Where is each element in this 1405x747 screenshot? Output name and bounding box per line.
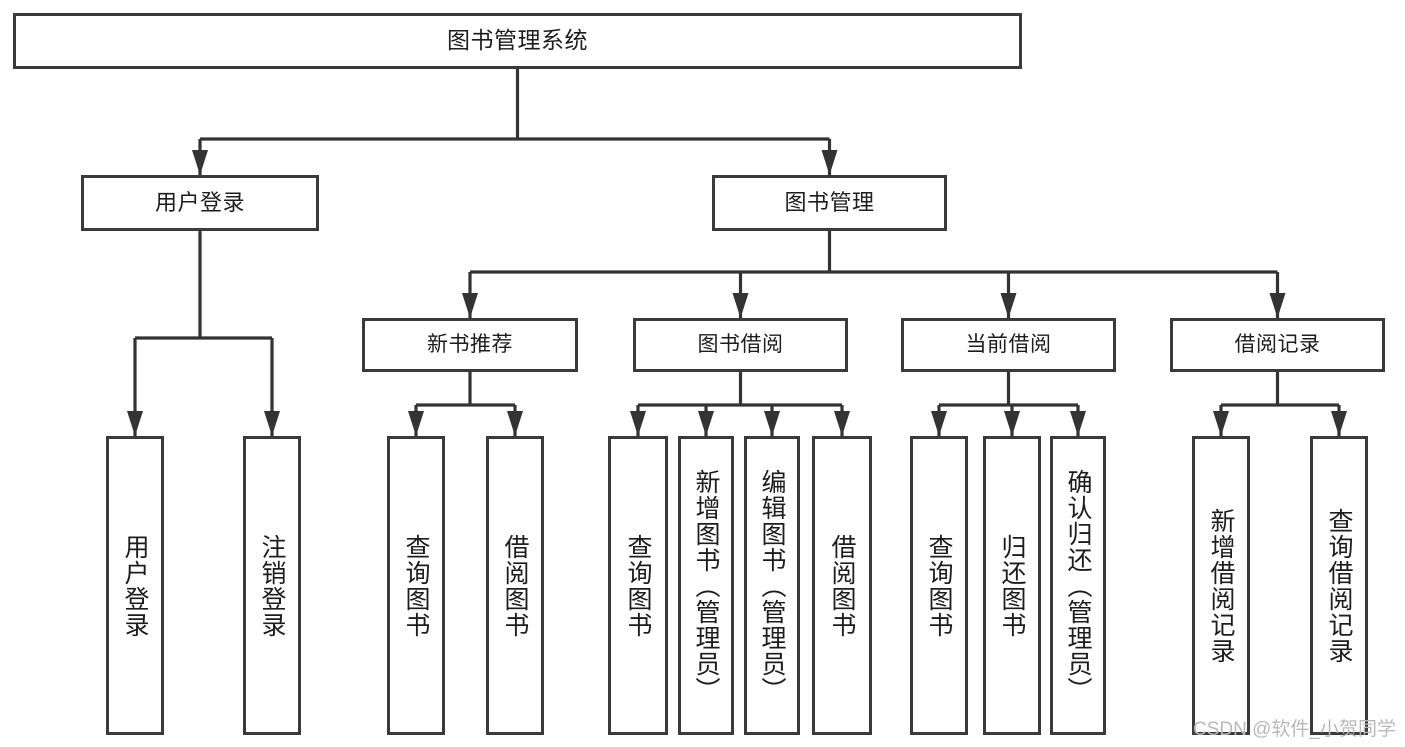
arrowhead-icon: [264, 411, 280, 436]
node-leaf-bor-3[interactable]: 编辑图书（管理员）: [744, 436, 800, 735]
node-leaf-login-1[interactable]: 用户登录: [106, 436, 164, 735]
arrowhead-icon: [698, 411, 714, 436]
node-label: 借阅记录: [1234, 333, 1321, 357]
node-newbook[interactable]: 新书推荐: [362, 318, 578, 372]
node-label: 图书管理: [784, 189, 875, 215]
node-borrow[interactable]: 图书借阅: [633, 318, 848, 372]
node-leaf-rec-2[interactable]: 查询借阅记录: [1310, 436, 1368, 735]
arrowhead-icon: [1004, 411, 1020, 436]
node-label: 用户登录: [121, 533, 149, 638]
node-login[interactable]: 用户登录: [81, 175, 319, 231]
arrowhead-icon: [1070, 411, 1086, 436]
node-leaf-cur-1[interactable]: 查询图书: [910, 436, 968, 735]
node-label: 查询图书: [402, 533, 430, 638]
arrowhead-icon: [1213, 411, 1229, 436]
node-leaf-new-1[interactable]: 查询图书: [387, 436, 445, 735]
node-label: 当前借阅: [965, 333, 1052, 357]
node-label: 图书借阅: [697, 333, 784, 357]
node-label: 用户登录: [154, 189, 245, 215]
arrowhead-icon: [1269, 293, 1286, 318]
node-leaf-cur-3[interactable]: 确认归还（管理员）: [1050, 436, 1106, 735]
arrowhead-icon: [1331, 411, 1347, 436]
arrowhead-icon: [408, 411, 424, 436]
node-label: 编辑图书（管理员）: [758, 468, 786, 703]
node-label: 图书管理系统: [447, 27, 588, 54]
node-label: 查询借阅记录: [1325, 507, 1353, 664]
arrowhead-icon: [630, 411, 646, 436]
node-label: 查询图书: [624, 533, 652, 638]
node-leaf-cur-2[interactable]: 归还图书: [983, 436, 1041, 735]
arrowhead-icon: [821, 150, 838, 175]
arrowhead-icon: [192, 150, 208, 175]
node-root[interactable]: 图书管理系统: [13, 13, 1022, 69]
node-label: 借阅图书: [828, 533, 856, 638]
node-bookmgmt[interactable]: 图书管理: [712, 175, 947, 231]
arrowhead-icon: [732, 293, 749, 318]
node-leaf-rec-1[interactable]: 新增借阅记录: [1192, 436, 1250, 735]
arrowhead-icon: [127, 411, 143, 436]
arrowhead-icon: [834, 411, 850, 436]
node-label: 新增图书（管理员）: [692, 468, 720, 703]
node-label: 借阅图书: [501, 533, 529, 638]
node-label: 新增借阅记录: [1207, 507, 1235, 664]
arrowhead-icon: [1000, 293, 1017, 318]
node-records[interactable]: 借阅记录: [1170, 318, 1385, 372]
node-label: 新书推荐: [427, 333, 513, 357]
node-label: 确认归还（管理员）: [1064, 468, 1092, 703]
arrowhead-icon: [462, 293, 478, 318]
node-label: 归还图书: [998, 533, 1026, 638]
watermark: CSDN @软件_小贺同学: [1193, 719, 1396, 740]
arrowhead-icon: [507, 411, 523, 436]
arrowhead-icon: [931, 411, 947, 436]
node-label: 查询图书: [925, 533, 953, 638]
node-leaf-bor-4[interactable]: 借阅图书: [812, 436, 872, 735]
node-current[interactable]: 当前借阅: [901, 318, 1116, 372]
node-leaf-new-2[interactable]: 借阅图书: [486, 436, 544, 735]
arrowhead-icon: [764, 411, 780, 436]
node-leaf-bor-1[interactable]: 查询图书: [608, 436, 668, 735]
node-leaf-bor-2[interactable]: 新增图书（管理员）: [678, 436, 734, 735]
node-leaf-login-2[interactable]: 注销登录: [243, 436, 301, 735]
node-label: 注销登录: [258, 533, 286, 638]
